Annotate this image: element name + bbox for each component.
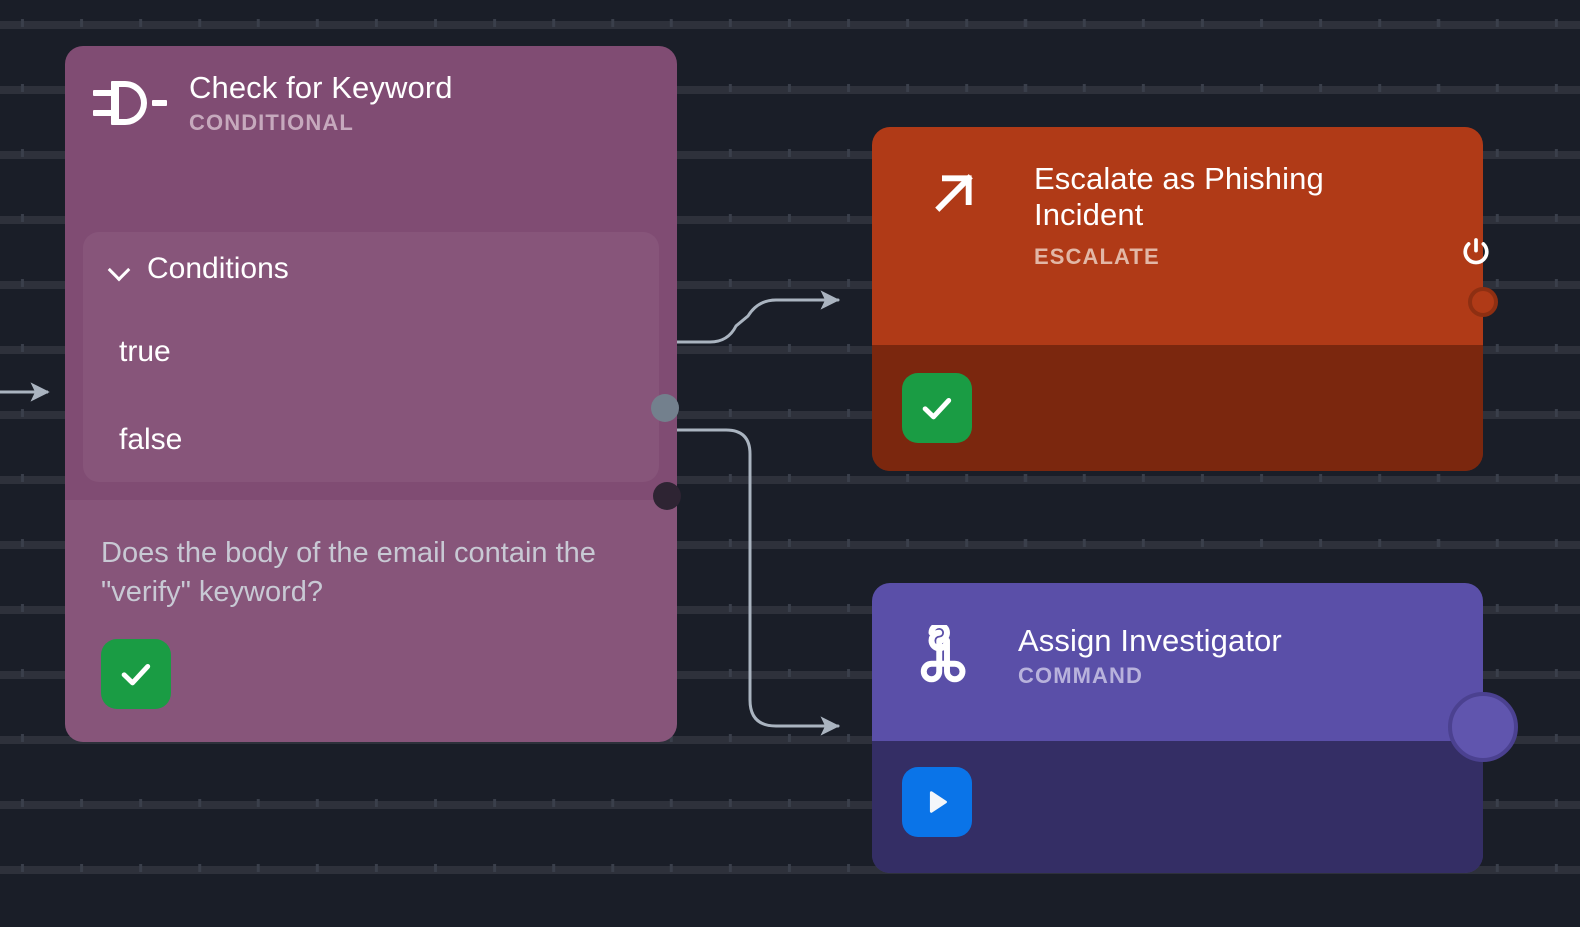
conditions-label: Conditions bbox=[147, 252, 289, 285]
status-badge-check[interactable] bbox=[902, 373, 972, 443]
node-header: Escalate as Phishing Incident ESCALATE bbox=[872, 127, 1483, 300]
node-body: Does the body of the email contain the "… bbox=[65, 500, 677, 742]
arrow-up-right-icon bbox=[922, 161, 986, 225]
conditions-header[interactable]: Conditions bbox=[83, 232, 659, 286]
status-badge-check[interactable] bbox=[101, 639, 171, 710]
chevron-down-icon[interactable] bbox=[109, 262, 131, 276]
condition-label: true bbox=[119, 335, 171, 368]
node-header: Assign Investigator COMMAND bbox=[872, 583, 1483, 719]
node-header: Check for Keyword CONDITIONAL bbox=[65, 46, 677, 160]
output-handle-command[interactable] bbox=[1448, 692, 1518, 762]
logic-gate-icon bbox=[93, 73, 167, 133]
condition-row-false[interactable]: false bbox=[83, 410, 659, 470]
node-subtitle: ESCALATE bbox=[1034, 244, 1160, 270]
play-icon bbox=[929, 791, 947, 813]
condition-row-true[interactable]: true bbox=[83, 322, 659, 382]
status-badge-play[interactable] bbox=[902, 767, 972, 837]
node-title: Escalate as Phishing Incident bbox=[1034, 161, 1324, 232]
output-handle-false[interactable] bbox=[653, 482, 681, 510]
node-check-for-keyword[interactable]: Check for Keyword CONDITIONAL Conditions… bbox=[65, 46, 681, 742]
output-handle-true[interactable] bbox=[651, 394, 679, 422]
node-assign-investigator[interactable]: Assign Investigator COMMAND bbox=[872, 583, 1518, 873]
node-title: Check for Keyword bbox=[189, 70, 453, 105]
node-title: Assign Investigator bbox=[1018, 623, 1282, 658]
conditions-panel[interactable]: Conditions true false bbox=[83, 232, 659, 482]
condition-label: false bbox=[119, 423, 183, 456]
output-handle-escalate[interactable] bbox=[1468, 287, 1498, 317]
node-escalate-as-phishing-incident[interactable]: Escalate as Phishing Incident ESCALATE bbox=[872, 127, 1498, 471]
node-subtitle: COMMAND bbox=[1018, 662, 1144, 688]
node-body bbox=[872, 741, 1483, 873]
node-body bbox=[872, 345, 1483, 471]
check-icon bbox=[922, 397, 952, 420]
command-icon bbox=[916, 624, 978, 687]
node-description: Does the body of the email contain the "… bbox=[101, 537, 596, 608]
check-icon bbox=[121, 664, 151, 686]
node-subtitle: CONDITIONAL bbox=[189, 109, 354, 135]
power-icon[interactable] bbox=[1459, 235, 1489, 265]
